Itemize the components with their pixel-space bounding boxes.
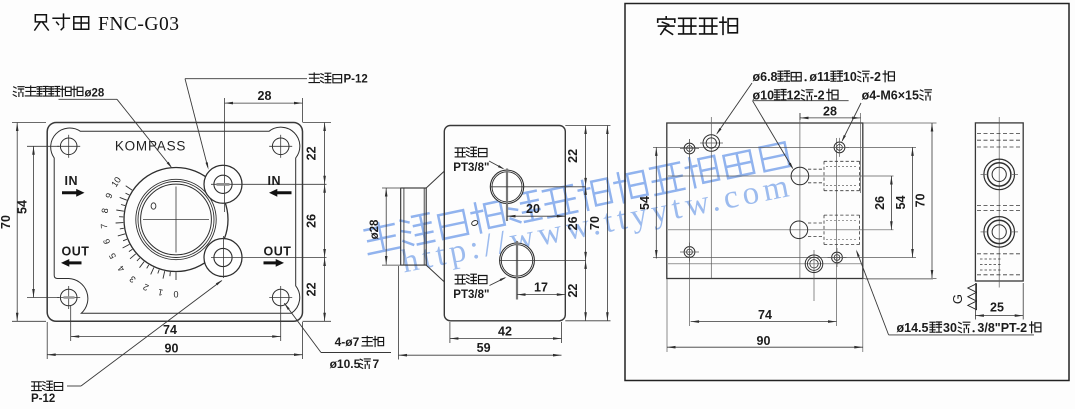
svg-text:ø6.8: ø6.8 — [753, 70, 778, 84]
svg-text:FNC-G03: FNC-G03 — [98, 14, 180, 35]
svg-text:IN: IN — [65, 174, 79, 188]
svg-text:10: 10 — [843, 70, 857, 84]
svg-text:4-ø7: 4-ø7 — [335, 335, 360, 349]
svg-text:2: 2 — [141, 282, 150, 293]
svg-text:-2: -2 — [814, 89, 825, 103]
svg-text:70: 70 — [914, 193, 928, 207]
svg-text:25: 25 — [990, 301, 1004, 315]
svg-text:ø14.5: ø14.5 — [897, 321, 929, 335]
svg-text:22: 22 — [305, 282, 319, 296]
svg-text:54: 54 — [894, 196, 908, 210]
svg-text:9: 9 — [103, 192, 114, 200]
svg-text:ø4-M6×15: ø4-M6×15 — [862, 89, 919, 103]
svg-text:ø11: ø11 — [809, 70, 830, 84]
svg-text:26: 26 — [873, 196, 887, 210]
svg-text:ø10.5: ø10.5 — [330, 357, 361, 371]
svg-text:4: 4 — [116, 264, 127, 274]
svg-text:P-12: P-12 — [344, 74, 368, 86]
svg-text:7: 7 — [373, 357, 380, 371]
svg-text:59: 59 — [477, 341, 491, 355]
svg-text:28: 28 — [258, 89, 272, 103]
svg-text:26: 26 — [305, 214, 319, 228]
svg-text:54: 54 — [16, 200, 30, 214]
svg-text:6: 6 — [101, 238, 112, 246]
svg-text:22: 22 — [566, 149, 580, 163]
svg-text:OUT: OUT — [62, 245, 90, 259]
svg-text:42: 42 — [498, 324, 512, 338]
svg-text:ø28: ø28 — [369, 219, 381, 239]
svg-text:3/8"PT-2: 3/8"PT-2 — [977, 321, 1027, 335]
svg-text:IN: IN — [268, 174, 282, 188]
svg-text:30: 30 — [943, 321, 957, 335]
svg-text:17: 17 — [534, 281, 548, 295]
svg-text:OUT: OUT — [264, 245, 292, 259]
svg-text:90: 90 — [757, 334, 771, 348]
svg-text:26: 26 — [566, 216, 580, 230]
svg-text:P-12: P-12 — [31, 393, 55, 405]
svg-text:ø28: ø28 — [85, 88, 105, 100]
svg-text:PT3/8": PT3/8" — [453, 162, 489, 174]
svg-text:0: 0 — [173, 289, 178, 299]
svg-text:KOMPASS: KOMPASS — [115, 139, 186, 154]
svg-text:54: 54 — [638, 196, 652, 210]
svg-text:74: 74 — [758, 308, 772, 322]
svg-text:70: 70 — [0, 215, 13, 229]
svg-text:10: 10 — [109, 175, 123, 189]
svg-text:-2: -2 — [870, 70, 881, 84]
svg-text:22: 22 — [566, 284, 580, 298]
svg-text:20: 20 — [526, 202, 540, 216]
svg-text:7: 7 — [99, 223, 109, 229]
svg-text:90: 90 — [165, 341, 179, 355]
svg-text:22: 22 — [305, 146, 319, 160]
svg-text:28: 28 — [823, 105, 837, 119]
svg-text:PT3/8": PT3/8" — [453, 289, 489, 301]
svg-text:8: 8 — [100, 207, 111, 214]
svg-text:1: 1 — [157, 287, 164, 298]
svg-text:74: 74 — [163, 323, 177, 337]
svg-text:5: 5 — [107, 251, 118, 260]
svg-text:3: 3 — [128, 274, 138, 285]
svg-text:ø10: ø10 — [753, 89, 775, 103]
svg-text:70: 70 — [588, 216, 602, 230]
svg-text:12: 12 — [787, 89, 801, 103]
svg-text:G: G — [950, 294, 965, 304]
